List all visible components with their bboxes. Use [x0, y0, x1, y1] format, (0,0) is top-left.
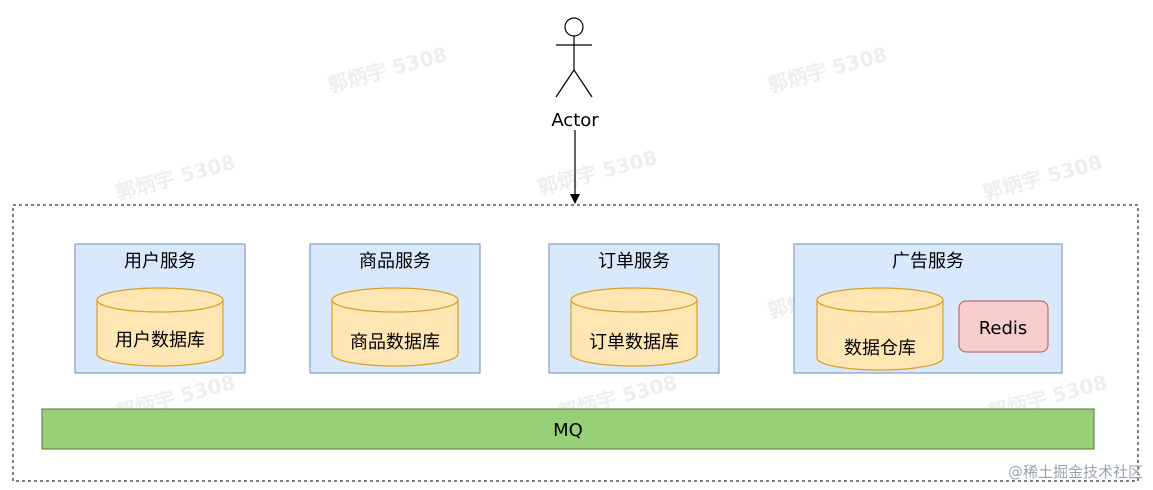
service-title: 商品服务 — [359, 251, 431, 272]
watermark-text: 郭炳宇 5308 — [765, 42, 890, 97]
data-warehouse-cylinder — [816, 287, 944, 371]
database-cylinder — [331, 287, 459, 367]
service-title: 用户服务 — [124, 251, 196, 272]
redis-box — [958, 300, 1049, 353]
database-cylinder — [96, 287, 224, 367]
database-label: 商品数据库 — [350, 332, 440, 353]
service-title: 订单服务 — [598, 251, 670, 272]
mq-bar — [41, 408, 1095, 450]
system-boundary — [12, 204, 1139, 482]
watermark-text: 郭炳宇 5308 — [535, 145, 660, 200]
service-title: 广告服务 — [892, 251, 964, 272]
database-label: 订单数据库 — [589, 332, 679, 353]
actor-head — [564, 17, 584, 37]
database-label: 数据仓库 — [844, 338, 916, 359]
mq-label: MQ — [553, 420, 583, 441]
database-label: 用户数据库 — [115, 330, 205, 351]
actor-left-leg — [555, 69, 575, 98]
service-product: 商品服务 商品数据库 — [309, 243, 481, 374]
service-order: 订单服务 订单数据库 — [548, 243, 720, 374]
service-user: 用户服务 用户数据库 — [74, 243, 246, 374]
watermark-text: 郭炳宇 5308 — [113, 150, 238, 205]
actor-right-leg — [573, 69, 593, 98]
actor-label: Actor — [551, 110, 599, 131]
arrow-head-icon — [570, 194, 580, 204]
watermark-text: 郭炳宇 5308 — [325, 42, 450, 97]
footer-attribution: @稀土掘金技术社区 — [1008, 463, 1143, 481]
redis-label: Redis — [979, 318, 1028, 339]
watermark-text: 郭炳宇 5308 — [980, 150, 1105, 205]
actor-figure — [555, 17, 593, 98]
database-cylinder — [570, 287, 698, 367]
request-arrow — [570, 130, 580, 204]
service-ads: 广告服务 数据仓库 Redis — [793, 243, 1063, 374]
